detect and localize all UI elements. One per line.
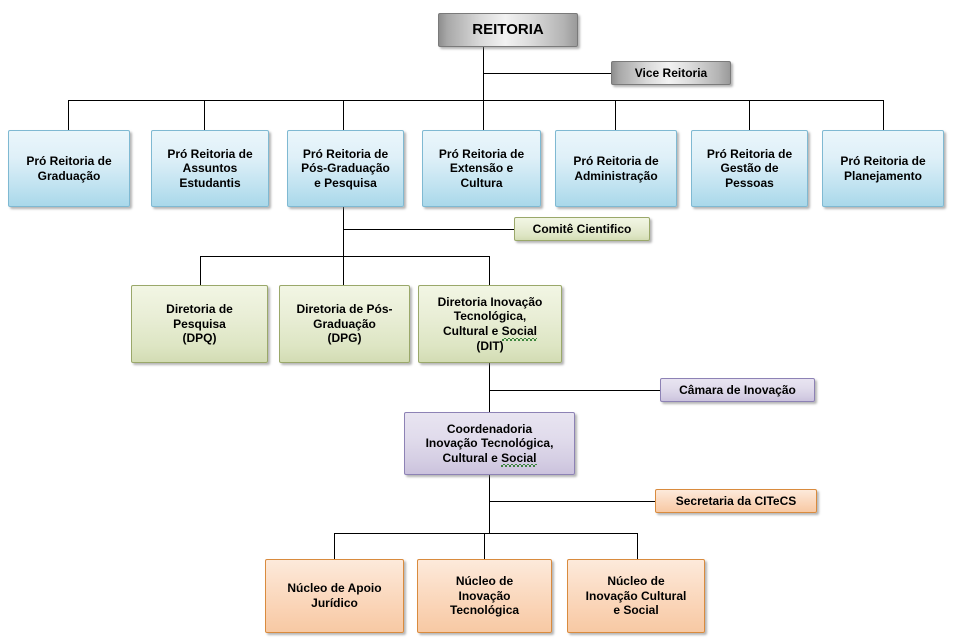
connector-drop-administracao (615, 100, 616, 130)
node-camara-inovacao[interactable]: Câmara de Inovação (660, 378, 815, 402)
node-pro-reitoria-extensao-cultura-label: Pró Reitoria de Extensão e Cultura (438, 146, 525, 190)
node-vice-reitoria-label: Vice Reitoria (634, 65, 708, 80)
dit-line-2: Tecnológica, (453, 309, 527, 324)
node-nucleo-inovacao-cultural-social-label: Núcleo de Inovação Cultural e Social (585, 574, 687, 618)
connector-drop-nucleo-juridico (334, 533, 335, 559)
node-nucleo-apoio-juridico[interactable]: Núcleo de Apoio Jurídico (265, 559, 404, 633)
node-pro-reitoria-administracao-label: Pró Reitoria de Administração (573, 153, 659, 183)
connector-pro-reitoria-bus (68, 100, 883, 101)
connector-drop-dpq (200, 256, 201, 285)
connector-camara-inovacao (489, 390, 660, 391)
node-diretoria-pesquisa[interactable]: Diretoria de Pesquisa (DPQ) (131, 285, 268, 363)
node-camara-inovacao-label: Câmara de Inovação (679, 382, 796, 397)
node-secretaria-citecs-label: Secretaria da CITeCS (675, 493, 797, 508)
node-comite-cientifico[interactable]: Comitê Cientifico (514, 217, 650, 241)
node-pro-reitoria-planejamento[interactable]: Pró Reitoria de Planejamento (822, 130, 944, 207)
node-reitoria[interactable]: REITORIA (438, 13, 578, 47)
node-pro-reitoria-planejamento-label: Pró Reitoria de Planejamento (840, 153, 926, 183)
connector-drop-planejamento (883, 100, 884, 130)
dit-line-3-flagged-word: Social (501, 324, 538, 341)
connector-diretorias-bus (200, 256, 489, 257)
node-pro-reitoria-assuntos-estudantis-label: Pró Reitoria de Assuntos Estudantis (167, 146, 253, 190)
coord-line-2: Inovação Tecnológica, (425, 436, 554, 451)
connector-coordenadoria-stem (489, 475, 490, 533)
connector-posgraduacao-stem (343, 207, 344, 285)
connector-dit-stem (489, 363, 490, 412)
node-pro-reitoria-gestao-pessoas[interactable]: Pró Reitoria de Gestão de Pessoas (691, 130, 808, 207)
node-pro-reitoria-pos-graduacao-pesquisa-label: Pró Reitoria de Pós-Graduação e Pesquisa (301, 146, 390, 190)
node-pro-reitoria-graduacao[interactable]: Pró Reitoria de Graduação (8, 130, 130, 207)
node-secretaria-citecs[interactable]: Secretaria da CITeCS (655, 489, 817, 513)
node-pro-reitoria-graduacao-label: Pró Reitoria de Graduação (26, 153, 112, 183)
node-diretoria-pos-graduacao[interactable]: Diretoria de Pós- Graduação (DPG) (279, 285, 410, 363)
connector-drop-assuntos (204, 100, 205, 130)
node-vice-reitoria[interactable]: Vice Reitoria (611, 61, 731, 85)
connector-drop-graduacao (68, 100, 69, 130)
node-pro-reitoria-extensao-cultura[interactable]: Pró Reitoria de Extensão e Cultura (422, 130, 541, 207)
coord-line-3-flagged-word: Social (501, 450, 537, 468)
connector-drop-nucleo-cultural (637, 533, 638, 559)
node-reitoria-label: REITORIA (472, 20, 544, 38)
connector-nucleos-bus (334, 533, 637, 534)
node-pro-reitoria-pos-graduacao-pesquisa[interactable]: Pró Reitoria de Pós-Graduação e Pesquisa (287, 130, 404, 207)
connector-secretaria (489, 501, 655, 502)
node-diretoria-pos-graduacao-label: Diretoria de Pós- Graduação (DPG) (296, 302, 393, 346)
node-diretoria-pesquisa-label: Diretoria de Pesquisa (DPQ) (166, 302, 233, 346)
connector-comite-cientifico (343, 229, 514, 230)
connector-drop-extensao (483, 100, 484, 130)
node-comite-cientifico-label: Comitê Cientifico (532, 221, 632, 236)
node-pro-reitoria-assuntos-estudantis[interactable]: Pró Reitoria de Assuntos Estudantis (151, 130, 269, 207)
connector-drop-gestao (749, 100, 750, 130)
node-pro-reitoria-administracao[interactable]: Pró Reitoria de Administração (555, 130, 677, 207)
coord-line-1: Coordenadoria (446, 421, 533, 436)
node-nucleo-inovacao-tecnologica[interactable]: Núcleo de Inovação Tecnológica (417, 559, 552, 633)
node-pro-reitoria-gestao-pessoas-label: Pró Reitoria de Gestão de Pessoas (706, 146, 793, 190)
node-nucleo-inovacao-tecnologica-label: Núcleo de Inovação Tecnológica (449, 574, 520, 618)
coord-line-3-prefix: Cultural e (442, 450, 502, 465)
dit-line-4: (DIT) (476, 338, 504, 353)
node-nucleo-apoio-juridico-label: Núcleo de Apoio Jurídico (287, 581, 382, 610)
dit-line-3-prefix: Cultural e (442, 324, 502, 338)
connector-drop-nucleo-tecnologica (484, 533, 485, 559)
connector-vice-reitoria (483, 73, 611, 74)
node-nucleo-inovacao-cultural-social[interactable]: Núcleo de Inovação Cultural e Social (567, 559, 705, 633)
connector-drop-posgraduacao (343, 100, 344, 130)
dit-line-1: Diretoria Inovação (437, 294, 543, 309)
connector-drop-dit (489, 256, 490, 285)
